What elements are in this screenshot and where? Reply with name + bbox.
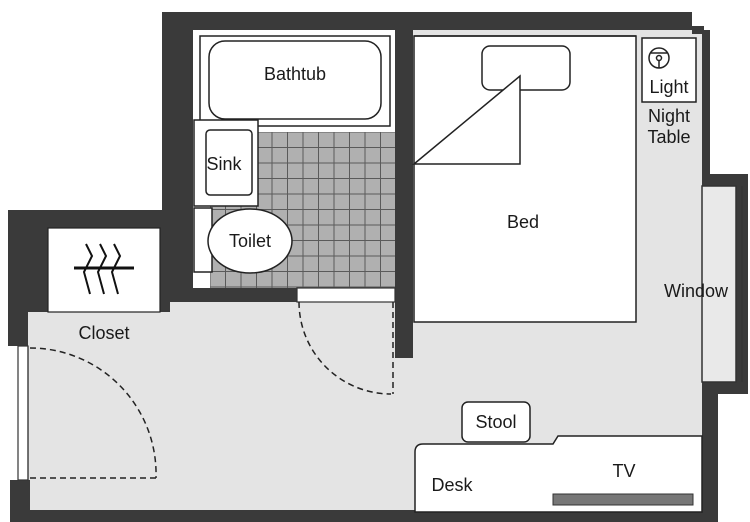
- window: [701, 185, 743, 383]
- bed-label: Bed: [507, 212, 539, 232]
- night-table: Light Night Table: [641, 37, 697, 147]
- bathtub-label: Bathtub: [264, 64, 326, 84]
- light-icon: [648, 47, 670, 69]
- closet: Closet: [47, 227, 161, 343]
- stool-label: Stool: [475, 412, 516, 432]
- toilet: Toilet: [193, 207, 293, 274]
- bathroom-door: [296, 287, 396, 395]
- stool: Stool: [461, 401, 531, 443]
- desk-label: Desk: [431, 475, 473, 495]
- bathtub: Bathtub: [199, 35, 391, 127]
- sink: Sink: [193, 119, 259, 207]
- desk: Desk TV: [414, 435, 703, 513]
- tv-icon: [552, 493, 694, 506]
- tv-label: TV: [612, 461, 635, 481]
- walls: [8, 12, 748, 522]
- night-table-label-2: Table: [647, 127, 690, 147]
- night-table-label-1: Night: [648, 106, 690, 126]
- toilet-label: Toilet: [229, 231, 271, 251]
- window-label: Window: [664, 281, 729, 301]
- light-label: Light: [649, 77, 688, 97]
- pillow: [481, 45, 571, 91]
- entrance-door: [17, 345, 157, 481]
- bed-cover-fold: [411, 74, 521, 165]
- closet-label: Closet: [78, 323, 129, 343]
- sink-label: Sink: [206, 154, 242, 174]
- hanger-icon: [82, 243, 122, 295]
- bed: Bed: [411, 35, 637, 323]
